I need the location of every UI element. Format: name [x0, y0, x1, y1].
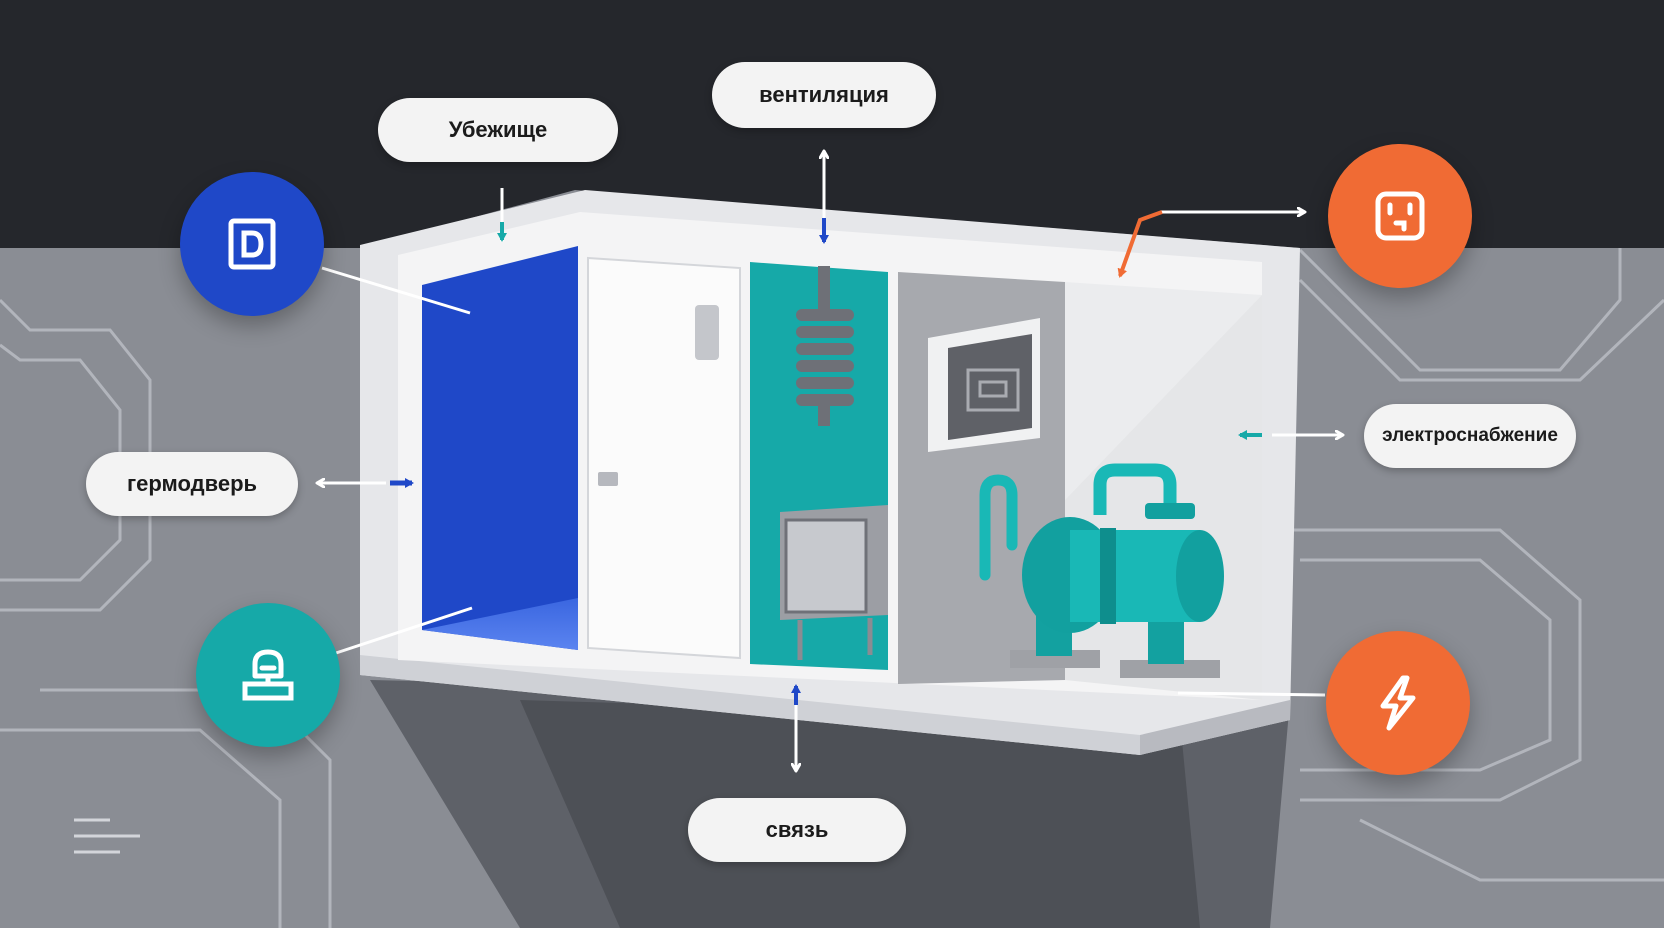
label-communication: связь [688, 798, 906, 862]
lightning-bolt-icon-badge [1326, 631, 1470, 775]
shelter-box [360, 190, 1300, 755]
power-socket-icon [1375, 191, 1425, 241]
background-lines [0, 248, 1664, 928]
arrows [318, 152, 1342, 770]
electrical-panel [928, 318, 1040, 452]
ventilation-unit [796, 266, 854, 426]
power-socket-icon-badge [1328, 144, 1472, 288]
comm-cabinet [780, 505, 888, 660]
operator-icon-badge [196, 603, 340, 747]
lightning-bolt-icon [1380, 675, 1416, 731]
pressure-door-panel [422, 246, 578, 650]
background-doc-marks [74, 818, 140, 854]
pump-generator [979, 463, 1224, 678]
label-power-supply: электроснабжение [1364, 404, 1576, 468]
leader-lines [321, 266, 1326, 697]
door-icon [228, 218, 276, 270]
operator-icon [242, 649, 294, 701]
label-ventilation: вентиляция [712, 62, 936, 128]
label-pressure-door: гермодверь [86, 452, 298, 516]
label-shelter: Убежище [378, 98, 618, 162]
door-icon-badge [180, 172, 324, 316]
